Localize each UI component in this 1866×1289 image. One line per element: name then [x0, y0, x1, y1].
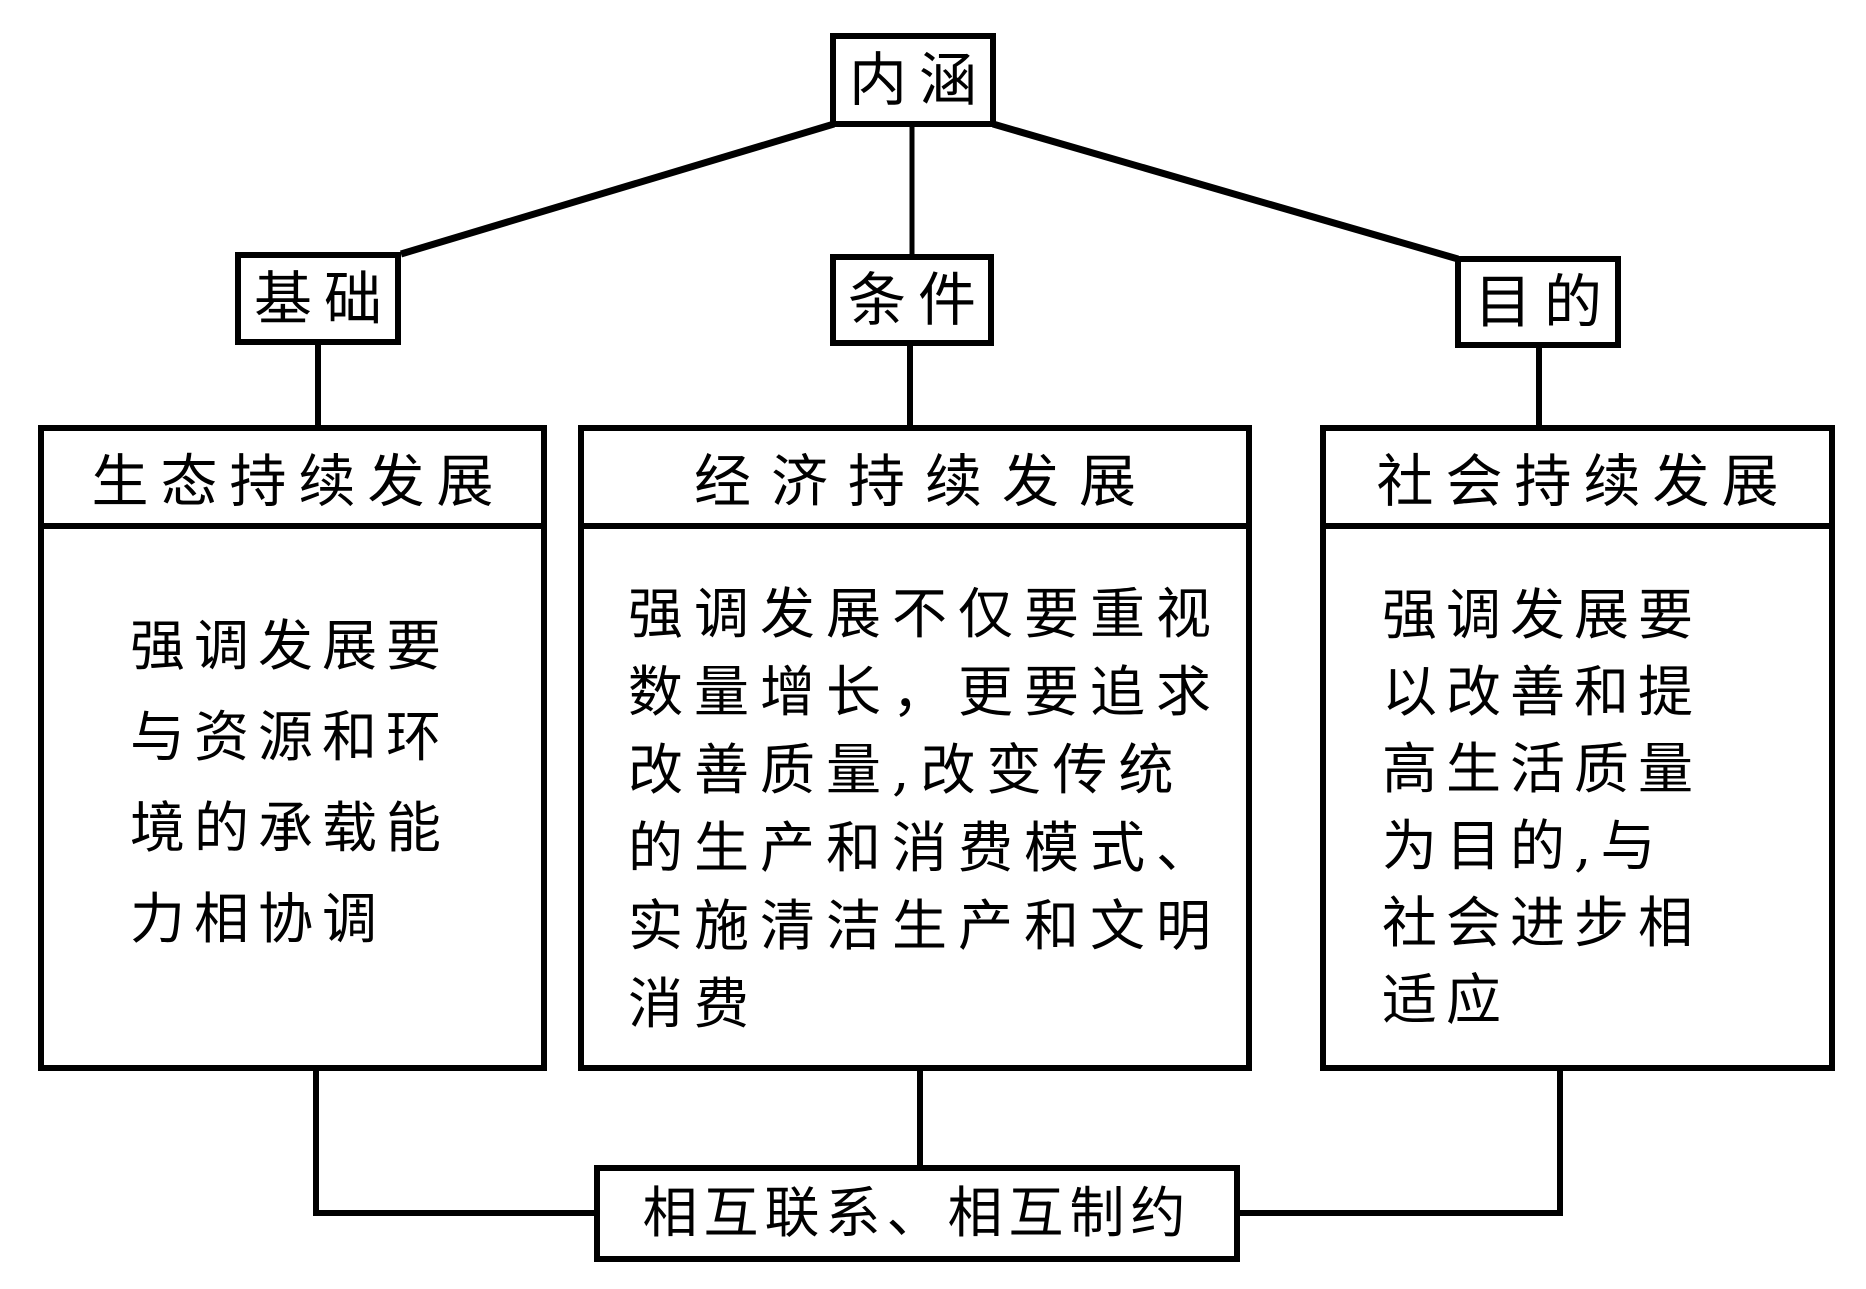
condition-label: 条件 [848, 266, 989, 334]
wire-root-to-purpose [992, 120, 1459, 263]
social-development-box: 社会持续发展 强调发展要 以改善和提 高生活质量 为目的,与 社会进步相 适应 [1320, 425, 1835, 1071]
connotation-label: 内涵 [848, 46, 989, 114]
connotation-node: 内涵 [830, 33, 996, 127]
ecological-development-box: 生态持续发展 强调发展要 与资源和环 境的承载能 力相协调 [38, 425, 547, 1071]
basis-node: 基础 [235, 252, 401, 345]
economic-development-description: 强调发展不仅要重视 数量增长，更要追求 改善质量,改变传统 的生产和消费模式、 … [628, 582, 1223, 1036]
mutual-relation-node: 相互联系、相互制约 [594, 1165, 1240, 1262]
mutual-relation-label: 相互联系、相互制约 [642, 1181, 1192, 1245]
social-development-title: 社会持续发展 [1326, 431, 1829, 529]
basis-label: 基础 [253, 264, 394, 333]
economic-development-title: 经济持续发展 [584, 431, 1246, 529]
condition-node: 条件 [830, 254, 994, 346]
purpose-label: 目的 [1473, 268, 1614, 336]
social-development-description: 强调发展要 以改善和提 高生活质量 为目的,与 社会进步相 适应 [1382, 583, 1703, 1032]
purpose-node: 目的 [1455, 256, 1621, 348]
ecological-development-description: 强调发展要 与资源和环 境的承载能 力相协调 [130, 614, 451, 951]
economic-development-box: 经济持续发展 强调发展不仅要重视 数量增长，更要追求 改善质量,改变传统 的生产… [578, 425, 1252, 1071]
wire-root-to-basis [399, 120, 836, 258]
ecological-development-title: 生态持续发展 [44, 431, 541, 529]
